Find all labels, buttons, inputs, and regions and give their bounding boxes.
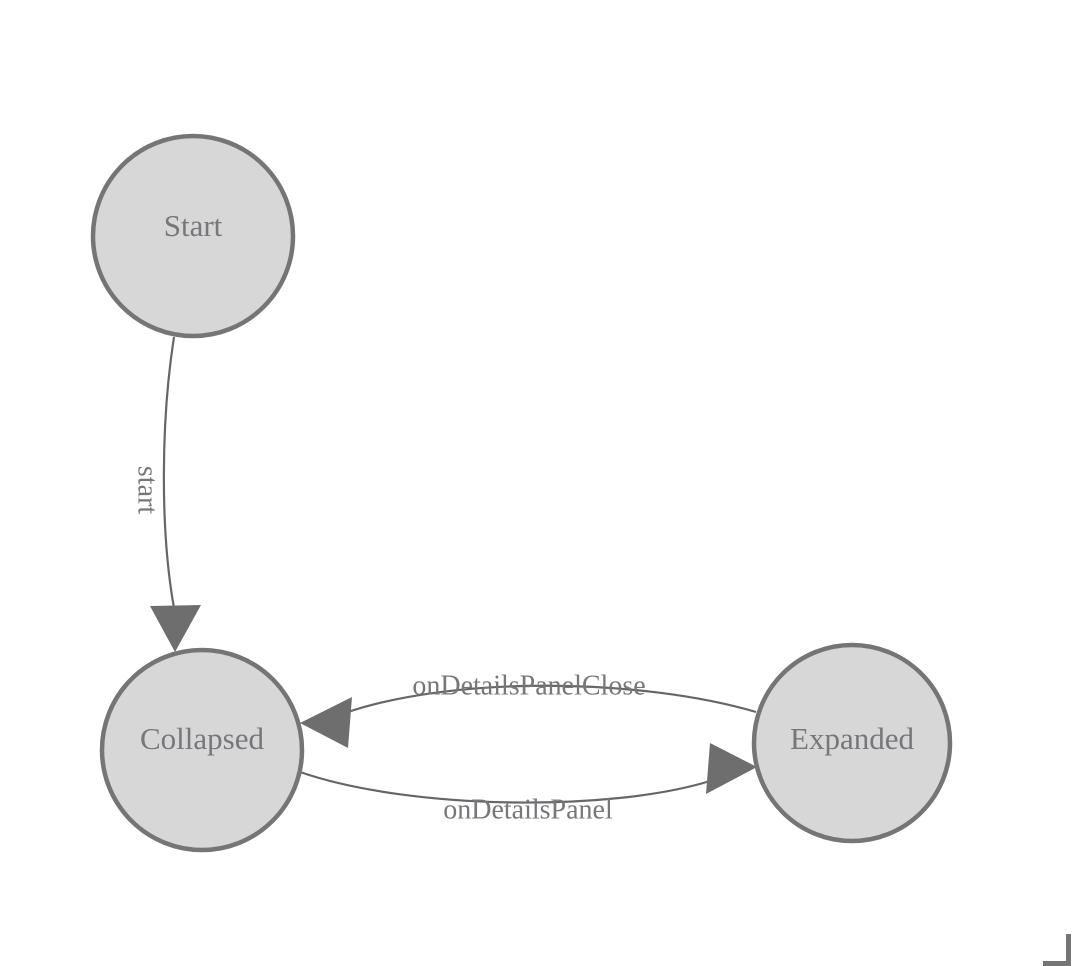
- edge-expanded-collapsed-path: [347, 684, 757, 714]
- arrowhead-into-expanded: [706, 743, 757, 794]
- edge-start-collapsed[interactable]: start: [132, 336, 201, 652]
- node-collapsed-circle: [99, 647, 305, 853]
- node-expanded-circle: [751, 642, 953, 844]
- arrowhead-into-collapsed-right: [300, 697, 352, 748]
- node-expanded-label: Expanded: [790, 721, 914, 756]
- arrowhead-into-collapsed-top: [150, 605, 201, 652]
- corner-frame-bracket: [1043, 934, 1071, 966]
- edge-collapsed-expanded-path: [299, 770, 711, 804]
- node-start[interactable]: Start: [90, 133, 296, 339]
- edge-label-on-details-panel-close: onDetailsPanelClose: [412, 670, 645, 701]
- edge-expanded-collapsed[interactable]: onDetailsPanelClose: [300, 670, 757, 748]
- node-start-label: Start: [164, 208, 223, 243]
- node-collapsed-label: Collapsed: [140, 721, 264, 756]
- node-collapsed[interactable]: Collapsed: [99, 647, 305, 853]
- edge-label-on-details-panel: onDetailsPanel: [443, 794, 613, 825]
- edge-label-start: start: [132, 466, 163, 514]
- edge-collapsed-expanded[interactable]: onDetailsPanel: [299, 743, 757, 825]
- edge-start-collapsed-path: [162, 336, 176, 609]
- node-expanded[interactable]: Expanded: [751, 642, 953, 844]
- node-start-circle: [90, 133, 296, 339]
